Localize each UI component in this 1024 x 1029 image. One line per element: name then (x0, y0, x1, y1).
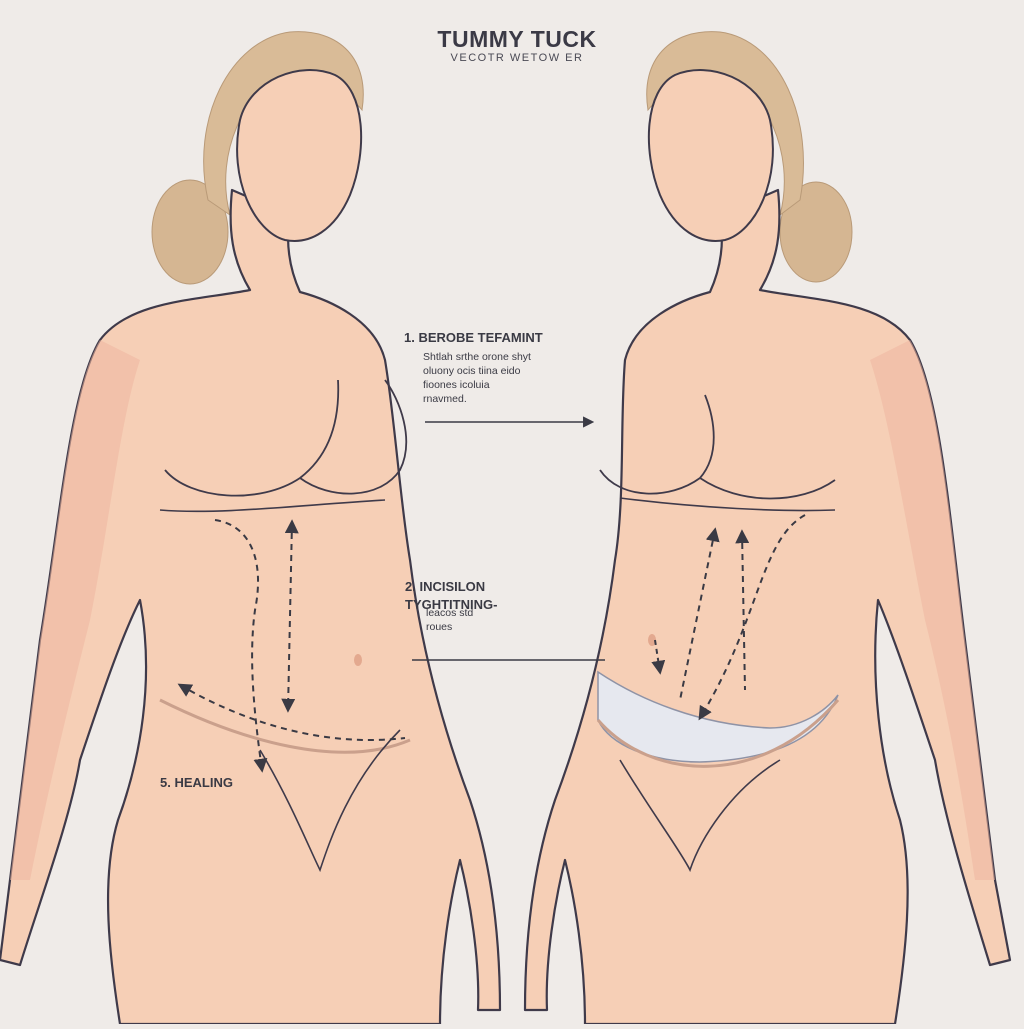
underbust-line-right (619, 497, 836, 512)
step-1-line: oluony ocis tiina eido (423, 365, 521, 377)
step-3-title: 5. HEALING (160, 775, 233, 790)
step-2-line: roues (426, 621, 453, 633)
step-1-title: 1. BEROBE TEFAMINT (404, 330, 543, 345)
page-subtitle: VECOTR WETOW ER (450, 52, 584, 64)
step-2-title: 2. INCISILON TYGHTITNING- (405, 578, 497, 614)
chest-right-left (299, 379, 408, 495)
crotch-line-left (259, 729, 401, 873)
step-2-title-line: TYGHTITNING- (405, 597, 498, 612)
hair-bun-left (151, 179, 229, 285)
arm-shadow-left (10, 340, 140, 880)
incision-mark-left-3 (177, 683, 406, 742)
step-2-line: leacos std (426, 607, 474, 619)
step-1-description: Shtlah srthe orone shyt oluony ocis tiin… (423, 350, 531, 406)
navel-left (354, 654, 362, 666)
step-2-title-line: 2. INCISILON (405, 579, 486, 594)
navel-right (648, 634, 656, 646)
chest-right (599, 394, 715, 495)
waistband-right (596, 699, 840, 768)
chest-left (164, 379, 340, 497)
figure-after (523, 31, 1012, 1026)
incision-mark-right-1 (679, 527, 720, 701)
incision-mark-right-3 (698, 514, 806, 721)
step-2-description: leacos std roues (426, 606, 473, 634)
incision-mark-right-2 (735, 529, 750, 691)
incision-mark-left-1 (214, 519, 268, 773)
step-1-line: Shtlah srthe orone shyt (423, 351, 531, 363)
crotch-line-right (619, 759, 781, 873)
step-1-line: fioones icoluia (423, 379, 490, 391)
head-left (236, 69, 363, 242)
step-1-line: rnavmed. (423, 393, 467, 405)
incision-mark-left-2 (281, 519, 299, 713)
head-right (647, 69, 774, 242)
figure-before (0, 31, 502, 1026)
waistband-left (159, 698, 411, 754)
underbust-line-left (159, 499, 386, 513)
arm-shadow-right (870, 340, 995, 880)
hair-bun-right (779, 181, 853, 283)
chest-right-2 (699, 477, 836, 500)
page-title: TUMMY TUCK (437, 26, 597, 52)
